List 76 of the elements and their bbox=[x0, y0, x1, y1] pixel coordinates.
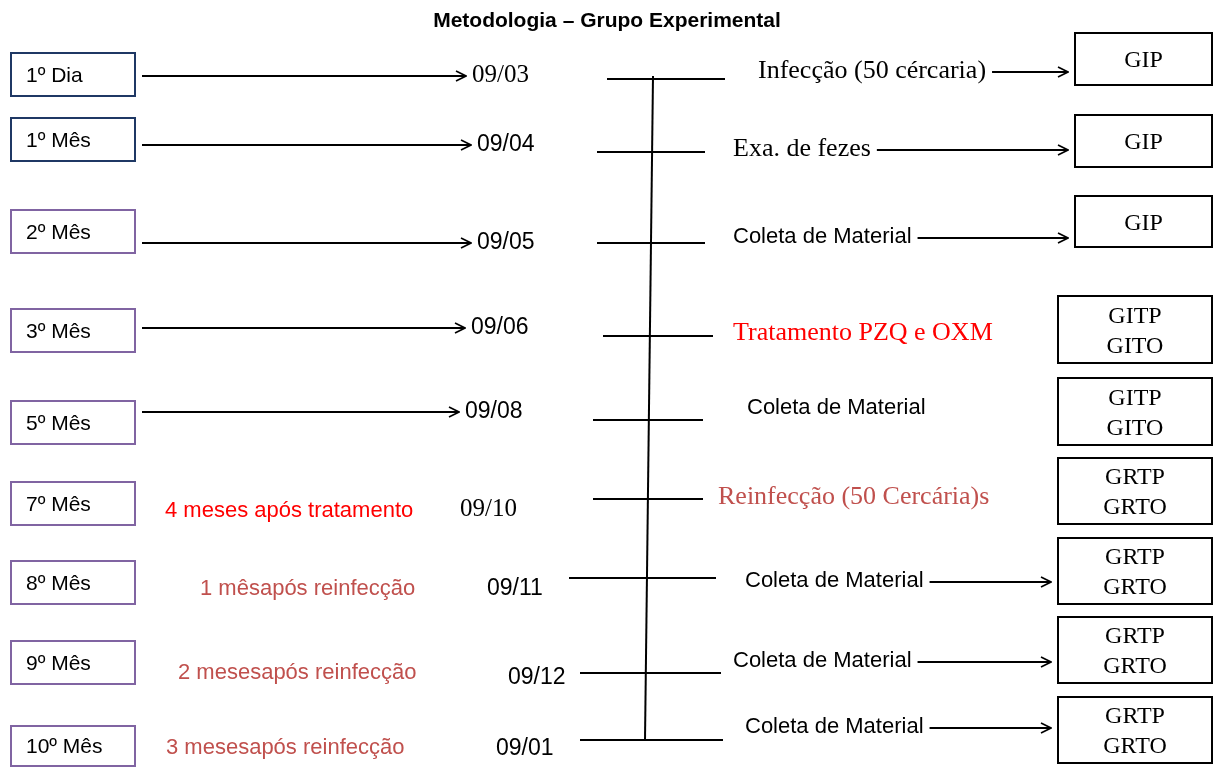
arrow bbox=[916, 656, 1052, 668]
group-code: GRTO bbox=[1103, 651, 1167, 680]
arrow bbox=[141, 237, 472, 249]
group-code: GIP bbox=[1124, 207, 1163, 237]
group-code: GITO bbox=[1106, 330, 1164, 360]
arrow bbox=[916, 232, 1069, 244]
group-box bbox=[1057, 537, 1213, 605]
period-label: 3º Mês bbox=[26, 318, 91, 343]
period-box bbox=[10, 400, 136, 445]
event-label: Coleta de Material bbox=[733, 223, 912, 249]
period-label: 8º Mês bbox=[26, 570, 91, 595]
event-label: Exa. de fezes bbox=[733, 133, 871, 163]
arrow bbox=[141, 70, 467, 82]
group-box bbox=[1057, 377, 1213, 446]
group-box bbox=[1074, 32, 1213, 86]
interval-note: 2 mesesapós reinfecção bbox=[178, 659, 417, 685]
date-label: 09/06 bbox=[471, 312, 529, 340]
arrow bbox=[928, 576, 1052, 588]
period-box bbox=[10, 117, 136, 162]
event-label: Reinfecção (50 Cercária)s bbox=[718, 481, 990, 511]
group-code: GRTP bbox=[1105, 621, 1165, 650]
arrow bbox=[928, 722, 1052, 734]
date-label: 09/11 bbox=[487, 573, 543, 601]
group-box bbox=[1057, 457, 1213, 525]
event-label: Coleta de Material bbox=[745, 713, 924, 739]
period-box bbox=[10, 308, 136, 353]
date-label: 09/03 bbox=[472, 60, 529, 88]
group-code: GITO bbox=[1106, 412, 1164, 442]
group-box bbox=[1057, 295, 1213, 364]
diagram-title: Metodologia – Grupo Experimental bbox=[432, 8, 782, 32]
period-label: 1º Mês bbox=[26, 127, 91, 152]
group-code: GRTP bbox=[1105, 462, 1165, 491]
date-label: 09/01 bbox=[496, 733, 554, 761]
interval-note: 1 mêsapós reinfecção bbox=[200, 575, 416, 601]
date-label: 09/04 bbox=[477, 129, 535, 157]
period-box bbox=[10, 52, 136, 97]
group-code: GRTO bbox=[1103, 731, 1167, 760]
event-label: Tratamento PZQ e OXM bbox=[733, 317, 993, 347]
event-label: Coleta de Material bbox=[747, 394, 926, 420]
group-box bbox=[1074, 195, 1213, 248]
group-code: GIP bbox=[1124, 45, 1163, 74]
interval-note: 4 meses após tratamento bbox=[165, 497, 414, 523]
date-label: 09/08 bbox=[465, 396, 523, 424]
period-box bbox=[10, 481, 136, 526]
arrow bbox=[141, 322, 466, 334]
group-code: GRTP bbox=[1105, 701, 1165, 730]
group-code: GIP bbox=[1124, 127, 1163, 156]
date-label: 09/10 bbox=[460, 494, 517, 522]
event-label: Coleta de Material bbox=[733, 647, 912, 673]
period-box bbox=[10, 725, 136, 767]
interval-note: 3 mesesapós reinfecção bbox=[166, 734, 405, 760]
period-label: 9º Mês bbox=[26, 650, 91, 675]
period-label: 2º Mês bbox=[26, 219, 91, 244]
arrow bbox=[141, 406, 460, 418]
period-label: 5º Mês bbox=[26, 410, 91, 435]
arrow bbox=[991, 66, 1069, 78]
date-label: 09/12 bbox=[508, 662, 566, 690]
group-code: GRTO bbox=[1103, 572, 1167, 601]
period-box bbox=[10, 209, 136, 254]
group-code: GRTO bbox=[1103, 492, 1167, 521]
date-label: 09/05 bbox=[477, 227, 535, 255]
period-label: 7º Mês bbox=[26, 491, 91, 516]
period-box bbox=[10, 640, 136, 685]
group-box bbox=[1057, 696, 1213, 764]
arrow bbox=[875, 144, 1069, 156]
event-label: Coleta de Material bbox=[745, 567, 924, 593]
arrow bbox=[141, 139, 472, 151]
group-code: GRTP bbox=[1105, 542, 1165, 571]
group-box bbox=[1074, 114, 1213, 168]
group-box bbox=[1057, 616, 1213, 684]
period-box bbox=[10, 560, 136, 605]
event-label: Infecção (50 cércaria) bbox=[758, 55, 987, 85]
group-code: GITP bbox=[1108, 300, 1162, 330]
period-label: 1º Dia bbox=[26, 62, 83, 87]
group-code: GITP bbox=[1108, 382, 1162, 412]
period-label: 10º Mês bbox=[26, 734, 103, 758]
